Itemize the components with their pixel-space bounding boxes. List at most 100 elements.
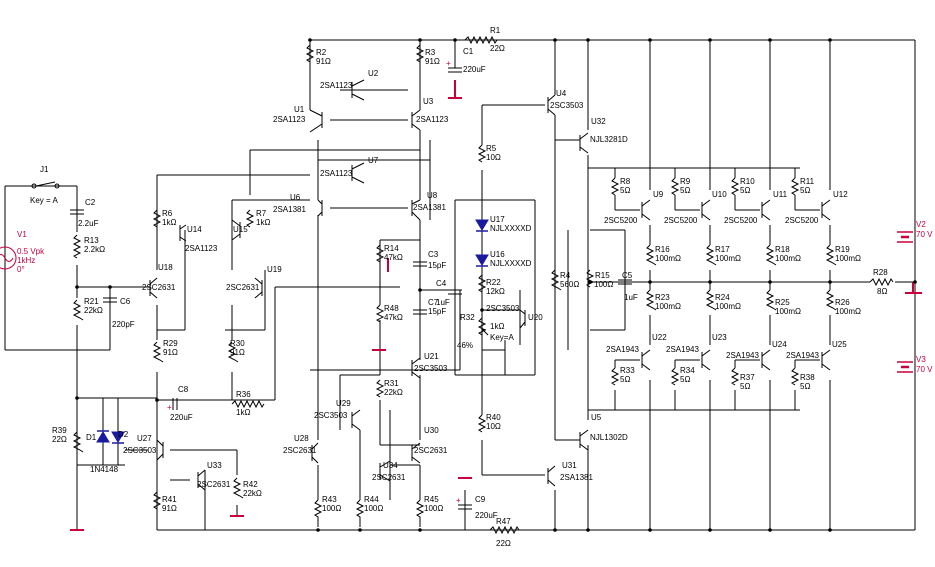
r28-val: 8Ω (877, 287, 887, 296)
r36-ref: R36 (236, 390, 251, 399)
u28-ref: U28 (294, 434, 309, 443)
r6-ref: R6 (162, 209, 173, 218)
r32-wiper-arrow-icon (481, 328, 489, 336)
u18-val: 2SC2631 (142, 283, 176, 292)
u5-ref: U5 (591, 413, 602, 422)
j1-ref: J1 (40, 165, 49, 174)
u23-ref: U23 (712, 333, 727, 342)
u3-ref: U3 (423, 97, 434, 106)
u9-transistor-icon (641, 199, 651, 221)
r18-ref: R18 (775, 245, 790, 254)
sources (0, 181, 913, 373)
u25-val: 2SA1943 (786, 351, 819, 360)
r28-body (869, 277, 894, 287)
r5-ref: R5 (486, 144, 497, 153)
d1-val: 1N4148 (90, 465, 119, 474)
transistor-bodies (149, 79, 831, 491)
r22-body (477, 274, 487, 293)
v3-val: 70 V (916, 365, 933, 374)
u24-ref: U24 (772, 340, 787, 349)
r37-ref: R37 (740, 373, 755, 382)
r38-ref: R38 (800, 373, 815, 382)
u30-ref: U30 (424, 426, 439, 435)
c9-plus: + (456, 496, 461, 505)
u7-ref: U7 (368, 156, 379, 165)
u4-ref: U4 (556, 89, 567, 98)
v3-ref: V3 (916, 355, 926, 364)
r18-body (765, 244, 777, 266)
r1-ref: R1 (490, 26, 501, 35)
r26-body (825, 289, 837, 311)
polarity-marks: + + + (167, 59, 461, 505)
r4-val: 560Ω (560, 280, 579, 289)
j1-label: Key = A (30, 196, 58, 205)
u16-diode-icon (475, 254, 489, 266)
u31-val: 2SA1381 (560, 473, 593, 482)
r42-val: 22kΩ (243, 489, 262, 498)
u32-transistor-icon (579, 132, 589, 154)
r47-ref: R47 (496, 517, 511, 526)
r10-ref: R10 (740, 177, 755, 186)
r6-val: 1kΩ (162, 218, 176, 227)
r19-ref: R19 (835, 245, 850, 254)
r25-body (765, 289, 777, 311)
u19-transistor-icon (254, 277, 263, 299)
r39-val: 22Ω (52, 435, 67, 444)
r47-val: 22Ω (496, 539, 511, 548)
r3-body (415, 44, 425, 63)
r24-val: 100mΩ (715, 302, 741, 311)
r37-body (730, 367, 740, 386)
r8-body (610, 177, 620, 196)
r43-ref: R43 (322, 495, 337, 504)
u17-ref: U17 (490, 215, 505, 224)
u8-val: 2SA1381 (413, 203, 446, 212)
r5-body (477, 144, 487, 163)
r32-key: Key=A (490, 333, 514, 342)
v3-battery-icon (897, 361, 913, 373)
r11-body (790, 177, 800, 196)
u30-transistor-icon (411, 442, 421, 464)
r47-body (489, 525, 520, 535)
u25-transistor-icon (821, 349, 831, 371)
r30-ref: R30 (230, 339, 245, 348)
r13-body (72, 234, 82, 259)
r15-val: 100Ω (594, 280, 613, 289)
u10-ref: U10 (712, 190, 727, 199)
r44-ref: R44 (364, 495, 379, 504)
r22-val: 12kΩ (486, 287, 505, 296)
u22-transistor-icon (641, 349, 651, 371)
r9-val: 5Ω (680, 186, 690, 195)
r40-body (477, 414, 487, 433)
c4-ref: C4 (436, 279, 447, 288)
c6-val: 220pF (112, 320, 135, 329)
u25-ref: U25 (832, 340, 847, 349)
r41-body (152, 491, 162, 510)
j1-switch-icon (31, 181, 60, 189)
r22-ref: R22 (486, 278, 501, 287)
u12-val: 2SC5200 (785, 216, 819, 225)
u7-transistor-icon (351, 162, 365, 184)
c7-extra: 1uF (436, 298, 450, 307)
u3-val: 2SA1123 (416, 115, 449, 124)
r33-body (610, 367, 620, 386)
u34-ref: U34 (383, 461, 398, 470)
u34-val: 2SC2631 (372, 473, 406, 482)
u22-val: 2SA1943 (606, 345, 639, 354)
r32-body (477, 317, 487, 336)
r3-ref: R3 (425, 48, 436, 57)
d1-diode-icon (96, 431, 110, 443)
r4-body (550, 269, 562, 291)
u4-transistor-icon (547, 94, 556, 116)
u33-val: 2SC2631 (197, 480, 231, 489)
u10-transistor-icon (701, 199, 711, 221)
r7-val: 1kΩ (256, 218, 270, 227)
r13-val: 2.2kΩ (84, 245, 105, 254)
u14-transistor-icon (179, 224, 187, 242)
v2-ref: V2 (916, 220, 926, 229)
r23-ref: R23 (655, 293, 670, 302)
u10-val: 2SC5200 (664, 216, 698, 225)
r3-val: 91Ω (425, 57, 440, 66)
r33-val: 5Ω (620, 375, 630, 384)
r16-val: 100mΩ (655, 254, 681, 263)
c8-ref: C8 (178, 385, 189, 394)
